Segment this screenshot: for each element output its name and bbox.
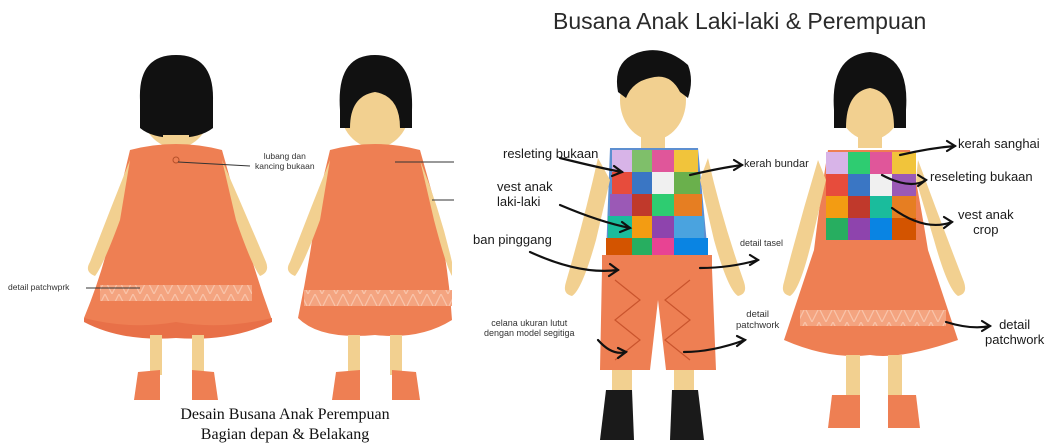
label-girl-collar: kerah sanghai <box>958 137 1040 152</box>
label-boy-zipper: resleting bukaan <box>503 147 598 162</box>
boy-figure <box>565 50 745 440</box>
label-boy-pants: celana ukuran lutut dengan model segitig… <box>484 318 575 339</box>
caption-line2: Bagian depan & Belakang <box>150 426 420 444</box>
label-boy-collar: kerah bundar <box>744 158 809 171</box>
label-girl-patchwork: detail patchwork <box>985 318 1044 348</box>
boy-patchwork <box>606 150 708 255</box>
label-girl-vest: vest anak crop <box>958 208 1014 238</box>
label-boy-tassel: detail tasel <box>740 238 783 248</box>
page-title: Busana Anak Laki-laki & Perempuan <box>553 8 926 34</box>
girl-patchwork <box>826 152 916 240</box>
label-boy-waist: ban pinggang <box>473 233 552 248</box>
label-boy-vest: vest anak laki-laki <box>497 180 553 210</box>
label-patchwork-left: detail patchwprk <box>8 283 69 293</box>
girl-right-figure <box>783 52 965 428</box>
girl-front-figure <box>288 55 454 400</box>
label-boy-patchwork: detail patchwork <box>736 310 779 332</box>
caption-line1: Desain Busana Anak Perempuan <box>150 406 420 424</box>
label-button-opening: lubang dan kancing bukaan <box>255 152 315 172</box>
girl-back-figure <box>84 55 272 400</box>
label-girl-zipper: reseleting bukaan <box>930 170 1033 185</box>
